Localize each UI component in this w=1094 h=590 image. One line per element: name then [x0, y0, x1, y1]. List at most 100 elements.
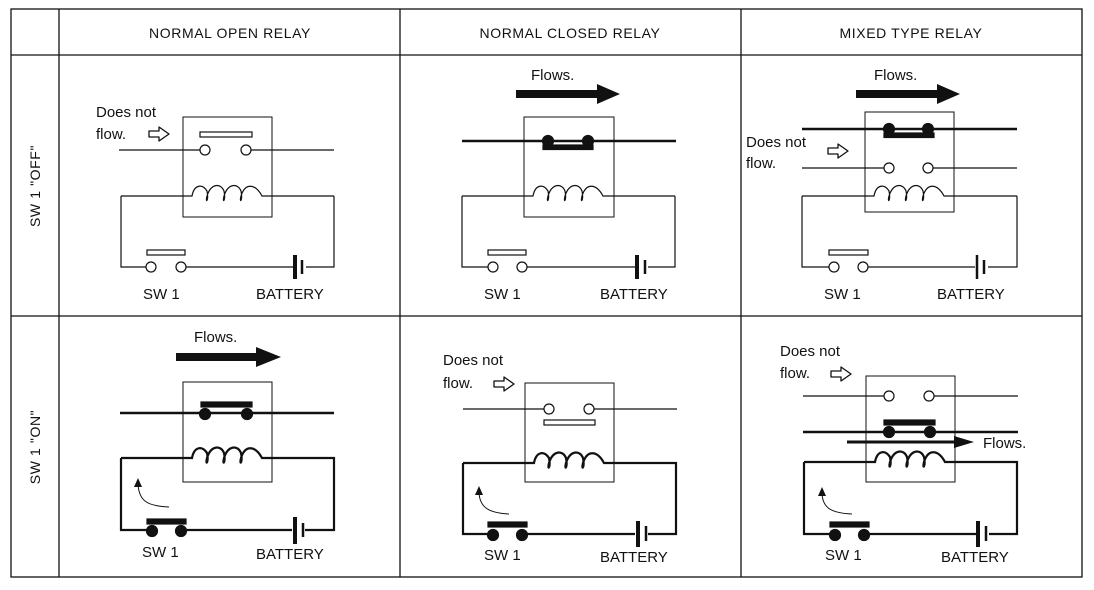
coil: [119, 446, 336, 532]
does-not-flow-label-2: flow.: [443, 375, 473, 392]
flows-label: Flows.: [874, 67, 917, 84]
does-not-flow-label: Does not: [746, 134, 807, 151]
hollow-arrow-icon: [493, 376, 515, 392]
sw1-contact: [174, 524, 188, 538]
coil: [121, 185, 334, 202]
sw1-contact: [828, 528, 842, 542]
sw1-bar-closed: [829, 521, 870, 528]
coil: [462, 185, 675, 202]
contact-bar-closed: [542, 144, 594, 151]
relay-box: [865, 375, 956, 483]
control-circuit-wire: [461, 196, 676, 268]
column-header-normal-open: NORMAL OPEN RELAY: [149, 25, 311, 41]
sw1-bar-closed: [487, 521, 528, 528]
contact-bar-closed: [200, 401, 253, 408]
contact-point: [240, 144, 252, 156]
coil: [802, 185, 1017, 202]
sw1-bar-open: [828, 249, 869, 256]
sw1-bar-open: [487, 249, 527, 256]
does-not-flow-label-2: flow.: [746, 155, 776, 172]
table-grid: [10, 8, 1083, 578]
battery-label: BATTERY: [600, 286, 668, 303]
contact-bar-open: [199, 131, 253, 138]
cell-mixed-on: Does not flow. Flows. SW 1 BATTERY: [780, 343, 1026, 566]
cell-normal-closed-on: Does not flow. SW 1 BATTERY: [443, 352, 678, 566]
current-direction-arrow: [478, 492, 510, 515]
flow-arrow-icon: [176, 347, 281, 367]
table-border: [10, 8, 1083, 578]
control-circuit-wire: [801, 196, 1018, 268]
contact-point: [199, 144, 211, 156]
current-direction-arrow: [821, 493, 853, 515]
relay-box: [523, 116, 615, 218]
contact-point: [883, 390, 895, 402]
row-header-sw1-on: SW 1 "ON": [27, 410, 43, 484]
sw1-label: SW 1: [484, 286, 521, 303]
does-not-flow-label: Does not: [780, 343, 841, 360]
sw1-contact: [486, 528, 500, 542]
flow-arrow-icon: [516, 84, 620, 104]
contact-point: [583, 403, 595, 415]
contact-point: [882, 425, 896, 439]
does-not-flow-label-2: flow.: [780, 365, 810, 382]
contact-point: [922, 162, 934, 174]
contact-bar-closed: [883, 132, 935, 139]
battery-label: BATTERY: [600, 549, 668, 566]
battery-label: BATTERY: [256, 286, 324, 303]
battery-label: BATTERY: [941, 549, 1009, 566]
cell-normal-open-off: Does not flow. SW 1 BATTERY: [96, 104, 335, 303]
flows-label: Flows.: [531, 67, 574, 84]
does-not-flow-label-2: flow.: [96, 126, 126, 143]
column-header-mixed-type: MIXED TYPE RELAY: [840, 25, 983, 41]
flow-arrow-icon: [856, 84, 960, 104]
sw1-contact: [175, 261, 187, 273]
cell-normal-open-on: Flows. SW 1 BATTERY: [119, 329, 336, 563]
sw1-bar-open: [146, 249, 186, 256]
sw1-label: SW 1: [143, 286, 180, 303]
coil: [461, 451, 678, 536]
current-direction-arrowhead: [134, 478, 142, 487]
contact-point: [923, 390, 935, 402]
contact-point: [543, 403, 555, 415]
flows-label: Flows.: [194, 329, 237, 346]
control-circuit-wire: [120, 196, 335, 268]
battery-label: BATTERY: [256, 546, 324, 563]
flow-arrow-icon: [847, 436, 974, 448]
current-direction-arrowhead: [818, 487, 826, 496]
battery-label: BATTERY: [937, 286, 1005, 303]
cell-normal-closed-off: Flows. SW 1 BATTERY: [461, 67, 676, 303]
sw1-contact: [145, 524, 159, 538]
sw1-contact: [516, 261, 528, 273]
hollow-arrow-icon: [827, 143, 849, 159]
sw1-bar-closed: [146, 518, 187, 525]
cell-mixed-off: Flows. Does not flow. SW 1 BATTERY: [746, 67, 1018, 303]
sw1-contact: [828, 261, 840, 273]
relay-box: [864, 111, 955, 213]
sw1-label: SW 1: [484, 547, 521, 564]
sw1-label: SW 1: [824, 286, 861, 303]
sw1-contact: [145, 261, 157, 273]
contact-point: [923, 425, 937, 439]
contact-bar-closed: [883, 419, 936, 426]
sw1-contact: [487, 261, 499, 273]
hollow-arrow-icon: [830, 366, 852, 382]
contact-point: [198, 407, 212, 421]
contact-point: [883, 162, 895, 174]
contact-bar-open: [543, 419, 596, 426]
relay-box: [182, 381, 273, 483]
sw1-label: SW 1: [142, 544, 179, 561]
sw1-contact: [515, 528, 529, 542]
sw1-contact: [857, 528, 871, 542]
current-direction-arrow: [137, 483, 170, 508]
current-direction-arrowhead: [475, 486, 483, 495]
flows-label: Flows.: [983, 435, 1026, 452]
row-header-sw1-off: SW 1 "OFF": [27, 145, 43, 227]
does-not-flow-label: Does not: [443, 352, 504, 369]
coil: [802, 450, 1019, 536]
hollow-arrow-icon: [148, 126, 170, 142]
relay-box: [524, 382, 615, 483]
sw1-contact: [857, 261, 869, 273]
relay-box: [182, 116, 273, 218]
column-header-normal-closed: NORMAL CLOSED RELAY: [480, 25, 661, 41]
